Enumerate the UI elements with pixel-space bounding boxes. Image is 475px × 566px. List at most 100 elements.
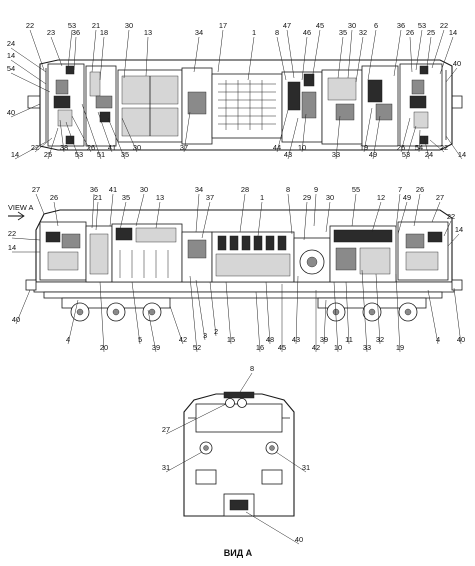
side-view-part-number-label: 26 xyxy=(416,185,424,194)
top-view-part-number-label: 40 xyxy=(453,59,461,68)
side-view-part-number-label: 7 xyxy=(398,185,402,194)
top-view-leader-line xyxy=(121,117,138,153)
side-view-part-number-label: 27 xyxy=(32,185,40,194)
top-view-leader-line xyxy=(247,36,255,81)
side-view-leader-line xyxy=(257,201,263,237)
top-view-part-number-label: 26 xyxy=(397,143,405,152)
side-view-leader-line xyxy=(325,201,331,233)
top-view-leader-line xyxy=(73,36,77,71)
side-view-leader-line xyxy=(295,275,299,345)
side-view-leader-line xyxy=(239,193,246,233)
top-view-part-number-label: 36 xyxy=(397,21,405,30)
side-view-part-number-label: 29 xyxy=(303,193,311,202)
top-view-part-number-label: 23 xyxy=(47,28,55,37)
top-view-leader-line xyxy=(99,36,105,81)
top-view-leader-line xyxy=(393,29,402,77)
top-view-leader-line xyxy=(97,111,113,153)
top-view-part-number-label: 37 xyxy=(180,143,188,152)
side-view-part-number-label: 14 xyxy=(8,243,16,252)
top-view-part-number-label: 54 xyxy=(7,64,15,73)
side-view-leader-line xyxy=(53,201,59,227)
top-view-leader-line xyxy=(183,111,191,153)
side-view-leader-line xyxy=(265,281,271,345)
top-view-part-number-label: 14 xyxy=(449,28,457,37)
top-view-leader-line xyxy=(405,125,417,160)
side-view-leader-line xyxy=(397,201,408,235)
side-view-leader-line xyxy=(201,201,211,239)
top-view-part-number-label: 24 xyxy=(425,150,433,159)
side-view-part-number-label: 3 xyxy=(203,331,207,340)
side-view-part-number-label: 35 xyxy=(122,193,130,202)
top-view-part-number-label: 53 xyxy=(68,21,76,30)
front-view-part-number-label: 31 xyxy=(302,463,310,472)
front-view-part-number-label: 8 xyxy=(250,364,254,373)
side-view-leader-line xyxy=(195,193,200,233)
side-elevation-view xyxy=(8,209,463,322)
top-view-leader-line xyxy=(445,135,463,160)
side-view-leader-line xyxy=(371,201,382,233)
side-view-part-number-label: 20 xyxy=(100,343,108,352)
side-view-part-number-label: 30 xyxy=(140,185,148,194)
side-view-leader-line xyxy=(287,193,293,235)
side-view-part-number-label: 22 xyxy=(447,212,455,221)
side-view-part-number-label: 52 xyxy=(193,343,201,352)
view-a-marker-label: VIEW A xyxy=(8,203,34,212)
side-view-part-number-label: 55 xyxy=(352,185,360,194)
side-view-leader-line xyxy=(443,220,452,237)
top-view-leader-line xyxy=(355,36,364,83)
side-view-leader-line xyxy=(447,233,460,247)
side-view-leader-line xyxy=(413,193,421,227)
top-view-leader-line xyxy=(276,36,287,81)
top-view-leader-line xyxy=(287,117,299,160)
top-view-leader-line xyxy=(301,36,308,81)
top-view-part-number-label: 18 xyxy=(100,28,108,37)
side-view-part-number-label: 4 xyxy=(66,335,70,344)
top-view-leader-line xyxy=(335,115,341,160)
side-view-part-number-label: 43 xyxy=(292,335,300,344)
top-view-leader-line xyxy=(400,117,411,153)
top-view-part-number-label: 45 xyxy=(316,21,324,30)
top-view-leader-line xyxy=(286,29,295,79)
top-view-part-number-label: 26 xyxy=(406,28,414,37)
top-view-part-number-label: 40 xyxy=(7,108,15,117)
top-view-leader-line xyxy=(367,29,377,81)
side-view-part-number-label: 16 xyxy=(256,343,264,352)
side-view-leader-line xyxy=(109,193,114,227)
top-view-leader-line xyxy=(59,119,65,153)
top-view-leader-line xyxy=(337,36,344,79)
top-view-leader-line xyxy=(363,107,373,153)
top-view-part-number-label: 53 xyxy=(418,21,426,30)
side-view-part-number-label: 48 xyxy=(266,335,274,344)
top-view-part-number-label: 26 xyxy=(87,143,95,152)
front-view-leader-line xyxy=(239,372,253,393)
side-view-leader-line xyxy=(155,201,161,229)
top-view-leader-line xyxy=(71,115,92,153)
top-view-part-number-label: 35 xyxy=(121,150,129,159)
side-view-part-number-label: 28 xyxy=(241,185,249,194)
side-view-part-number-label: 41 xyxy=(109,185,117,194)
side-view-part-number-label: 36 xyxy=(90,185,98,194)
top-view-leader-line xyxy=(415,29,423,71)
front-view-part-number-label: 27 xyxy=(162,425,170,434)
side-view-leader-line xyxy=(131,281,141,345)
side-view-leader-line xyxy=(395,193,401,229)
top-view-leader-line xyxy=(67,29,73,69)
side-view-part-number-label: 2 xyxy=(214,327,218,336)
top-view-part-number-label: 44 xyxy=(273,143,281,152)
top-view-part-number-label: 1 xyxy=(252,28,256,37)
top-view-leader-line xyxy=(10,47,47,73)
top-view-leader-line xyxy=(34,137,53,153)
side-view-part-number-label: 39 xyxy=(152,343,160,352)
front-view-part-number-label: 40 xyxy=(295,535,303,544)
top-view-leader-line xyxy=(65,121,80,160)
top-view-part-number-label: 34 xyxy=(195,28,203,37)
side-view-leader-line xyxy=(169,305,184,345)
side-view-part-number-label: 5 xyxy=(138,335,142,344)
top-view-leader-line xyxy=(14,141,47,160)
side-view-part-number-label: 19 xyxy=(396,343,404,352)
side-view-part-number-label: 33 xyxy=(363,343,371,352)
top-plan-view xyxy=(27,59,463,151)
side-view-part-number-label: 45 xyxy=(278,343,286,352)
top-view-part-number-label: 8 xyxy=(275,28,279,37)
